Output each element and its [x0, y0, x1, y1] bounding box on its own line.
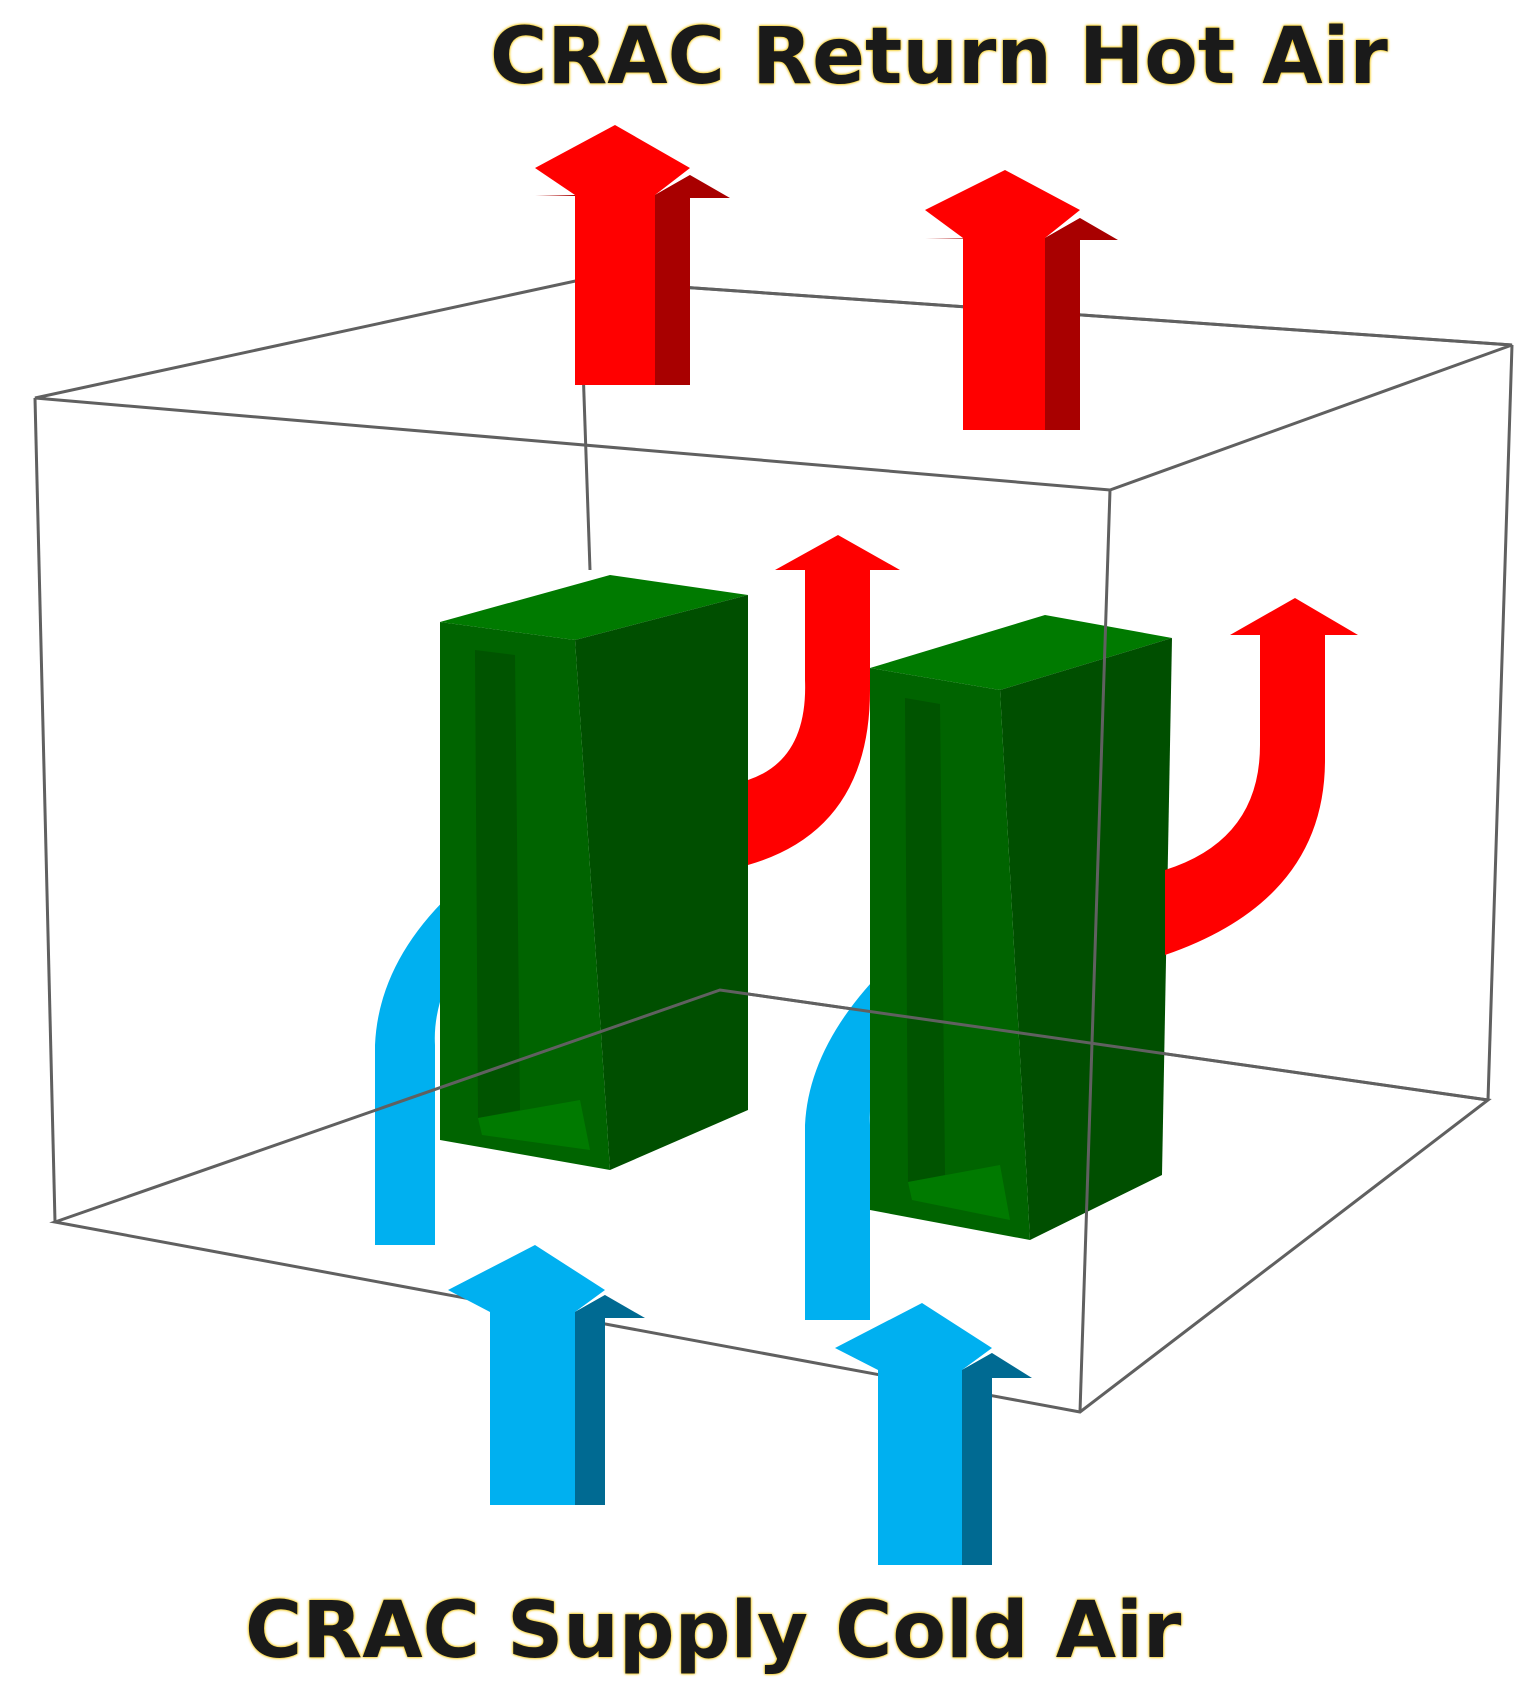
- hot-air-return-arrow-1: [535, 125, 730, 385]
- cold-air-supply-arrow-1: [448, 1245, 645, 1505]
- cold-air-supply-arrow-2: [835, 1303, 1032, 1565]
- hot-air-curved-arrow-2: [1165, 598, 1358, 955]
- room-box-front-edges: [33, 278, 1513, 1414]
- return-hot-air-label: CRAC Return Hot Air: [490, 12, 1388, 102]
- server-rack-1: [440, 575, 748, 1170]
- cold-air-curved-arrow-1: [375, 825, 568, 1245]
- hot-air-return-arrow-2: [925, 170, 1118, 430]
- supply-cold-air-label: CRAC Supply Cold Air: [245, 1586, 1182, 1676]
- server-rack-2: [870, 615, 1172, 1240]
- hot-air-curved-arrow-1: [748, 535, 900, 865]
